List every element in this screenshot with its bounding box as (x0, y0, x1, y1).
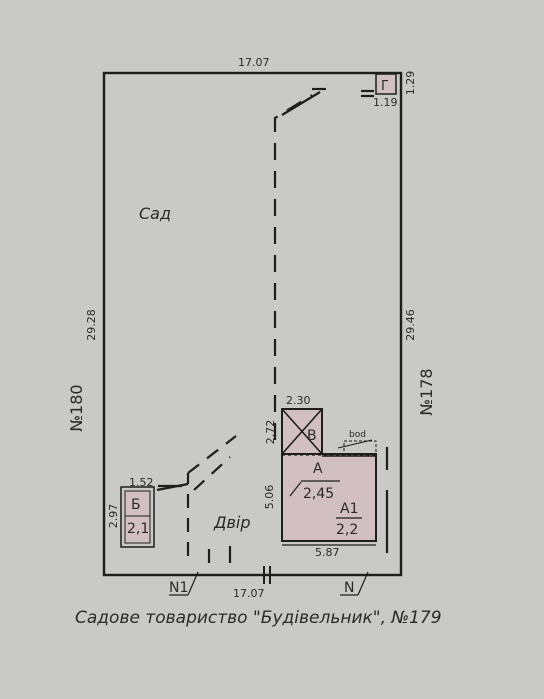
path-lines (156, 87, 389, 563)
marker-n1: N1 (169, 580, 188, 596)
building-b-inner (124, 490, 151, 544)
building-g-letter: Г (381, 79, 389, 94)
plot-top-length: 17.07 (238, 56, 270, 69)
house-a1-width: 5.87 (315, 546, 340, 559)
house-a-depth: 5.06 (263, 485, 276, 510)
house-a-letter: А (313, 461, 323, 477)
plot-bottom-length: 17.07 (233, 587, 265, 600)
caption: Садове товариство "Будівельник", №179 (75, 608, 442, 628)
building-v-depth: 2.72 (264, 420, 277, 445)
building-b-depth: 2.97 (107, 504, 120, 529)
building-g-depth: 1.29 (404, 71, 417, 96)
house-a (281, 453, 377, 542)
porch (343, 440, 377, 455)
porch-label: bod (349, 430, 366, 440)
house-a1-letter: А1 (340, 501, 358, 517)
neighbor-left: №180 (67, 384, 86, 431)
building-g (375, 73, 397, 95)
plot-boundary (102, 71, 403, 577)
building-v-width: 2.30 (286, 394, 311, 407)
neighbor-right: №178 (417, 368, 436, 415)
building-g-width: 1.19 (373, 96, 398, 109)
zone-garden: Сад (139, 204, 171, 223)
plot-right-length: 29.46 (404, 309, 417, 341)
zone-yard: Двір (213, 513, 251, 532)
marker-n: N (344, 580, 354, 596)
house-a1-height: 2,2 (336, 522, 358, 538)
building-b-height: 2,1 (127, 521, 149, 537)
gate-marks (263, 566, 271, 584)
building-v-letter: В (307, 428, 317, 444)
house-a-height: 2,45 (303, 486, 334, 502)
house-a1-extension (322, 455, 377, 541)
plot-left-length: 29.28 (85, 309, 98, 341)
building-b-width: 1.52 (129, 476, 154, 489)
building-b-letter: Б (131, 497, 141, 513)
building-b-outer (120, 486, 155, 548)
